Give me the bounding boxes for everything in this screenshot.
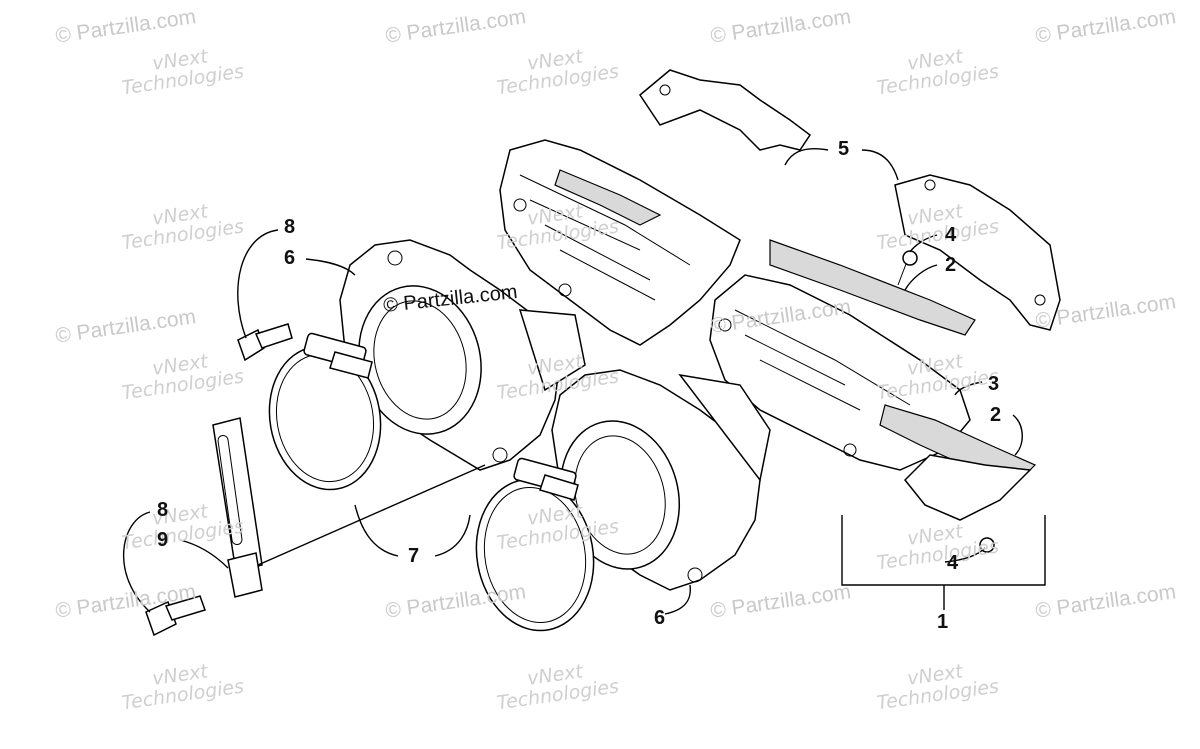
callout-6[interactable]: 6 [654, 607, 666, 629]
callout-2[interactable]: 2 [945, 254, 957, 276]
callout-6[interactable]: 6 [284, 247, 296, 269]
callout-4[interactable]: 4 [945, 224, 957, 246]
reed-gasket-upper [639, 69, 1061, 331]
intake-flange-lower [551, 369, 771, 591]
callout-5[interactable]: 5 [838, 138, 850, 160]
callout-1[interactable]: 1 [937, 611, 949, 633]
reed-cage-upper [499, 139, 741, 346]
reed-cage-lower [709, 239, 1037, 521]
callout-3[interactable]: 3 [988, 373, 1000, 395]
intake-flange-upper [339, 239, 586, 471]
bracket-plate [212, 417, 263, 598]
callout-8[interactable]: 8 [284, 216, 296, 238]
callout-8[interactable]: 8 [157, 499, 169, 521]
callout-4[interactable]: 4 [947, 552, 959, 574]
leader-lines [123, 148, 1046, 615]
callout-7[interactable]: 7 [408, 545, 420, 567]
screw-upper [897, 250, 918, 286]
hose-clamp-upper [268, 332, 382, 491]
callout-9[interactable]: 9 [157, 529, 169, 551]
bolt-upper [237, 323, 293, 362]
callout-2[interactable]: 2 [990, 404, 1002, 426]
bolt-lower [145, 595, 206, 637]
hose-clamp-lower [475, 457, 595, 632]
